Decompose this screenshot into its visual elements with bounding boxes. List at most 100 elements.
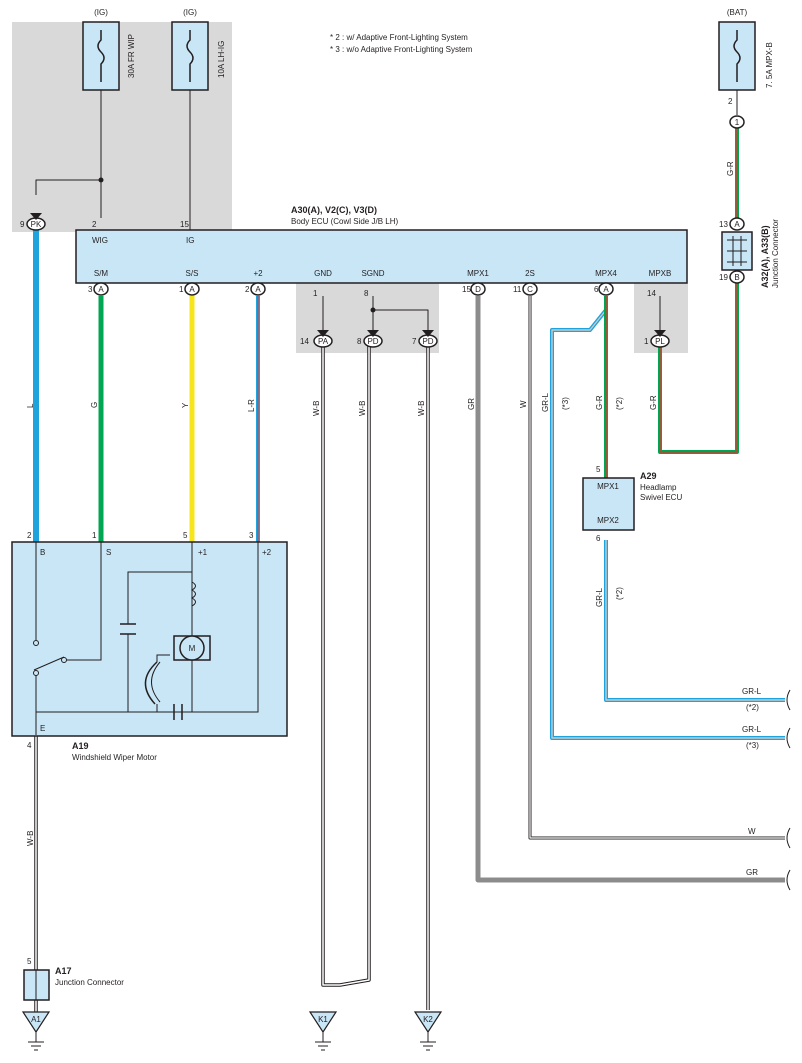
junction-connector-a17: A17 Junction Connector [23, 966, 124, 1001]
svg-text:GR-L: GR-L [742, 725, 762, 734]
svg-text:14: 14 [647, 289, 656, 298]
svg-text:2: 2 [728, 97, 733, 106]
svg-text:(BAT): (BAT) [727, 8, 748, 17]
svg-text:1: 1 [735, 118, 740, 127]
body-ecu: A30(A), V2(C), V3(D) Body ECU (Cowl Side… [75, 205, 688, 284]
svg-text:Y: Y [181, 402, 190, 408]
wire-labels: L G Y L-R W-B W-B W-B GR W GR-L (*3) G-R… [26, 161, 762, 877]
svg-text:Windshield Wiper Motor: Windshield Wiper Motor [72, 753, 157, 762]
svg-text:G: G [90, 402, 99, 408]
svg-text:C: C [527, 285, 533, 294]
svg-text:S: S [106, 548, 111, 557]
connector-badges [26, 115, 745, 348]
svg-text:G-R: G-R [595, 395, 604, 410]
svg-text:Body ECU (Cowl Side J/B LH): Body ECU (Cowl Side J/B LH) [291, 217, 398, 226]
svg-text:W-B: W-B [312, 401, 321, 416]
svg-text:2: 2 [245, 285, 250, 294]
svg-text:(*3): (*3) [561, 397, 570, 410]
svg-text:A: A [189, 285, 195, 294]
wiper-motor: B S +1 +2 E M A1 [11, 541, 288, 762]
svg-text:+2: +2 [262, 548, 272, 557]
headlamp-swivel-ecu: MPX1 MPX2 A29 Headlamp Swivel ECU [582, 471, 682, 531]
svg-text:S/M: S/M [94, 269, 109, 278]
svg-text:MPXB: MPXB [649, 269, 672, 278]
svg-text:K2: K2 [423, 1015, 433, 1024]
svg-text:8: 8 [357, 337, 362, 346]
svg-text:19: 19 [719, 273, 728, 282]
svg-text:10A LH-IG: 10A LH-IG [217, 41, 226, 78]
svg-text:1: 1 [313, 289, 318, 298]
svg-text:+2: +2 [253, 269, 263, 278]
note-no-adaptive: * 3 : w/o Adaptive Front-Lighting System [330, 45, 473, 54]
svg-text:2S: 2S [525, 269, 535, 278]
svg-text:Swivel ECU: Swivel ECU [640, 493, 682, 502]
ecu-pin-ig: IG [186, 236, 194, 245]
svg-text:7. 5A MPX-B: 7. 5A MPX-B [765, 42, 774, 88]
svg-text:B: B [40, 548, 45, 557]
svg-text:5: 5 [596, 465, 601, 474]
svg-text:Junction Connector: Junction Connector [55, 978, 124, 987]
svg-text:GR-L: GR-L [595, 587, 604, 607]
svg-text:15: 15 [180, 220, 189, 229]
svg-text:K1: K1 [318, 1015, 328, 1024]
svg-text:PK: PK [31, 220, 42, 229]
svg-text:(*2): (*2) [746, 703, 759, 712]
svg-text:PA: PA [318, 337, 329, 346]
svg-text:MPX1: MPX1 [467, 269, 489, 278]
ecu-pin-wig: WIG [92, 236, 108, 245]
wires [33, 88, 785, 1012]
svg-text:B: B [734, 273, 739, 282]
svg-text:Junction Connector: Junction Connector [771, 219, 780, 288]
svg-text:4: 4 [27, 741, 32, 750]
fuse-10a-lh-ig: (IG) 10A LH-IG [171, 8, 226, 91]
svg-text:13: 13 [719, 220, 728, 229]
ground-k1: K1 [308, 1011, 338, 1051]
svg-text:8: 8 [364, 289, 369, 298]
svg-text:D: D [475, 285, 481, 294]
svg-text:W-B: W-B [26, 831, 35, 846]
svg-text:A29: A29 [640, 471, 657, 481]
svg-text:2: 2 [92, 220, 97, 229]
svg-text:L: L [26, 403, 35, 408]
svg-text:15: 15 [462, 285, 471, 294]
svg-text:(*3): (*3) [746, 741, 759, 750]
svg-text:W-B: W-B [358, 401, 367, 416]
svg-text:A: A [98, 285, 104, 294]
svg-text:W-B: W-B [417, 401, 426, 416]
pin-numbers: 9 2 15 13 19 2 3 1 2 1 8 15 11 6 14 14 8… [20, 97, 733, 966]
svg-text:11: 11 [513, 285, 522, 294]
svg-text:A19: A19 [72, 741, 89, 751]
svg-text:(*2): (*2) [615, 397, 624, 410]
connector-labels: PK A A A D C A 1 A B PA PD PD PL [31, 118, 741, 346]
svg-text:(IG): (IG) [183, 8, 197, 17]
svg-text:MPX1: MPX1 [597, 482, 619, 491]
svg-text:3: 3 [249, 531, 254, 540]
arrowheads [30, 213, 666, 337]
svg-text:E: E [40, 724, 45, 733]
svg-text:1: 1 [92, 531, 97, 540]
note-adaptive: * 2 : w/ Adaptive Front-Lighting System [330, 33, 468, 42]
svg-text:(IG): (IG) [94, 8, 108, 17]
svg-text:GND: GND [314, 269, 332, 278]
svg-text:Headlamp: Headlamp [640, 483, 677, 492]
svg-text:MPX4: MPX4 [595, 269, 617, 278]
svg-text:SGND: SGND [361, 269, 384, 278]
svg-text:GR-L: GR-L [541, 392, 550, 412]
svg-text:A17: A17 [55, 966, 72, 976]
svg-text:5: 5 [183, 531, 188, 540]
motor-symbol: M [189, 644, 196, 653]
svg-text:6: 6 [596, 534, 601, 543]
svg-text:G-R: G-R [726, 161, 735, 176]
svg-text:A: A [255, 285, 261, 294]
fuse-30a-fr-wip: (IG) 30A FR WIP [82, 8, 136, 91]
svg-text:A30(A), V2(C), V3(D): A30(A), V2(C), V3(D) [291, 205, 377, 215]
svg-text:1: 1 [644, 337, 649, 346]
svg-text:PD: PD [367, 337, 378, 346]
svg-text:MPX2: MPX2 [597, 516, 619, 525]
svg-text:A: A [603, 285, 609, 294]
ground-a1: A1 [21, 1011, 51, 1051]
svg-text:2: 2 [27, 531, 32, 540]
ground-k2: K2 [413, 1011, 443, 1051]
svg-text:1: 1 [179, 285, 184, 294]
